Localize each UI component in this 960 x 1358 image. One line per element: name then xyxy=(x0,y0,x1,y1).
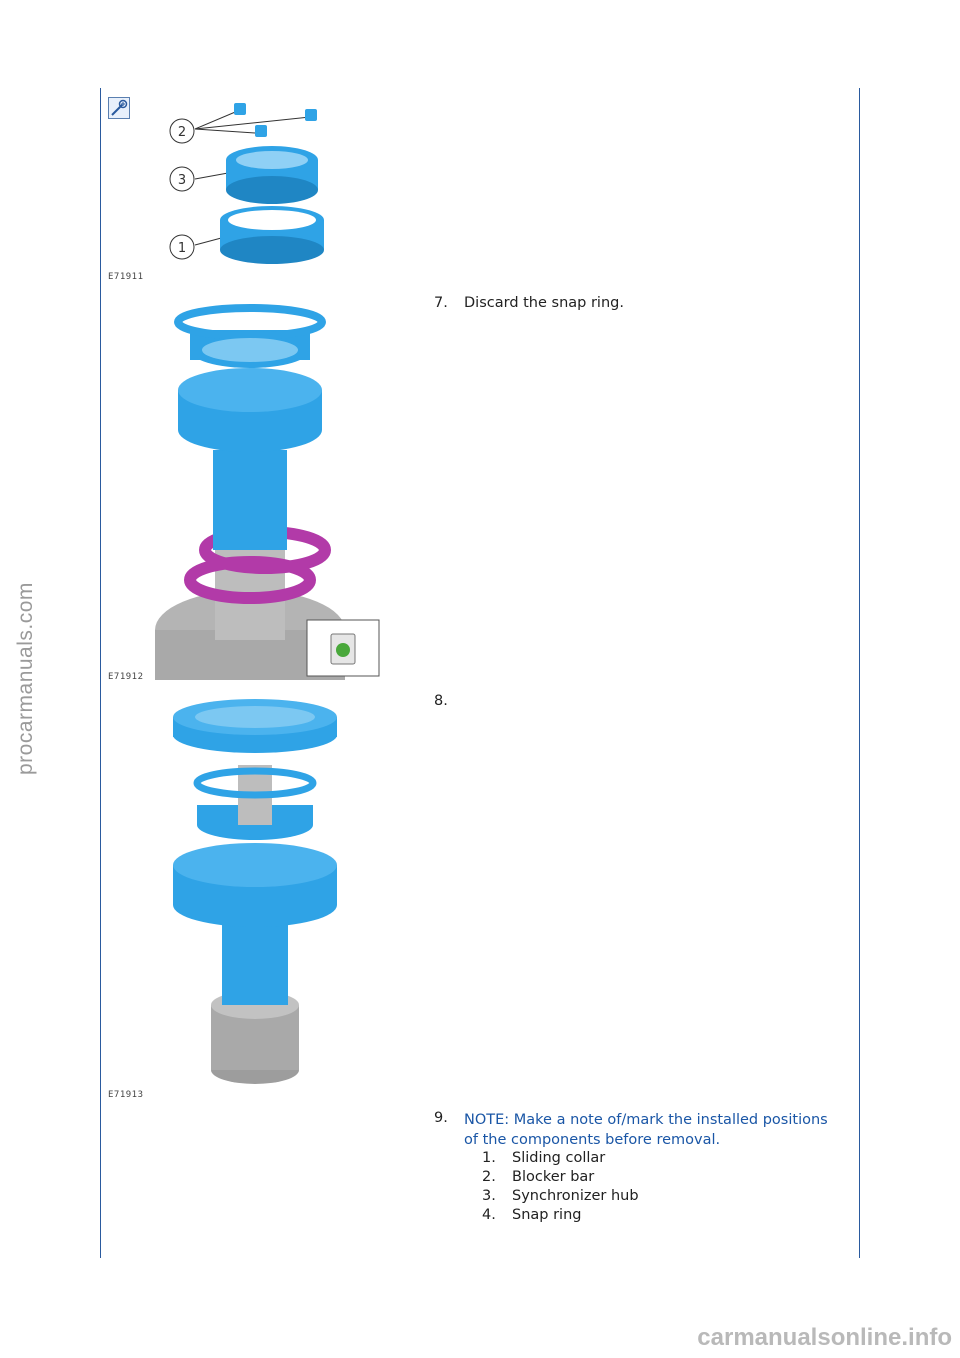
svg-text:2: 2 xyxy=(178,125,186,140)
bottom-watermark: carmanualsonline.info xyxy=(697,1324,952,1351)
step-number: 7. xyxy=(434,295,448,311)
figure-gear-stack xyxy=(173,699,337,1084)
svg-text:1: 1 xyxy=(178,241,186,256)
recycle-bin-icon xyxy=(330,633,356,665)
figure-label: E71913 xyxy=(108,1090,144,1100)
step-7: 7. Discard the snap ring. xyxy=(434,295,624,311)
step-9: 9. xyxy=(434,1110,464,1126)
figure-label: E71911 xyxy=(108,272,144,282)
figure-label: E71912 xyxy=(108,672,144,682)
step-text: Discard the snap ring. xyxy=(464,295,624,311)
svg-text:3: 3 xyxy=(178,173,186,188)
step-number: 9. xyxy=(434,1110,448,1126)
list-item: 1.Sliding collar xyxy=(482,1150,606,1166)
list-item: 2.Blocker bar xyxy=(482,1169,595,1185)
step-number: 8. xyxy=(434,693,448,709)
right-column-rule xyxy=(859,88,860,1258)
callout-1: 1 xyxy=(169,234,195,260)
parts-list: 1.Sliding collar 2.Blocker bar 3.Synchro… xyxy=(482,1149,639,1225)
side-watermark: procarmanuals.com xyxy=(14,582,37,775)
list-item: 4.Snap ring xyxy=(482,1207,582,1223)
figure-snap-ring-removal xyxy=(155,304,380,680)
callout-2: 2 xyxy=(169,118,195,144)
list-item: 3.Synchronizer hub xyxy=(482,1188,639,1204)
left-column-rule xyxy=(100,88,101,1258)
step-8: 8. xyxy=(434,693,464,709)
callout-3: 3 xyxy=(169,166,195,192)
figure-synchronizer-exploded: 2 3 1 xyxy=(169,103,324,264)
zoom-icon[interactable] xyxy=(108,97,130,119)
step-9-note: NOTE: Make a note of/mark the installed … xyxy=(464,1112,828,1148)
